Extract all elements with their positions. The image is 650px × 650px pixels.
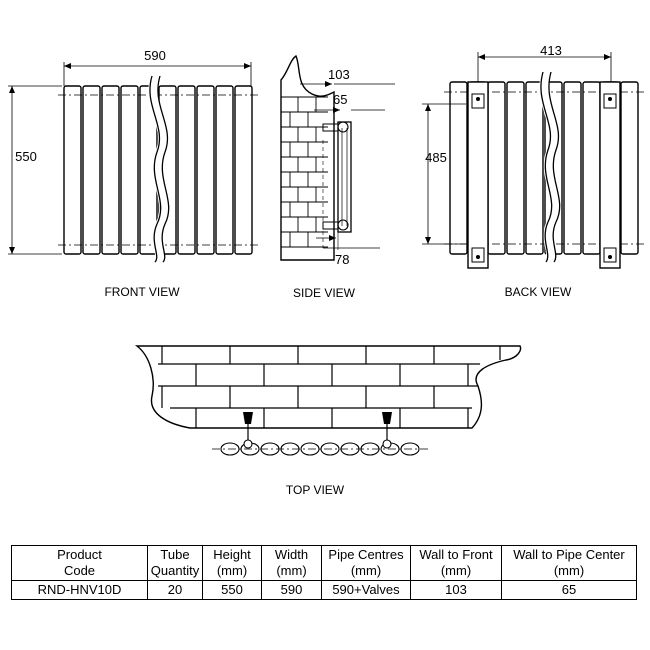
cell-wall-to-pipe-center: 65	[501, 580, 637, 600]
spec-data-row: RND-HNV10D 20 550 590 590+Valves 103 65	[11, 580, 637, 600]
front-height-dim: 550	[15, 149, 37, 164]
cell-wall-to-front: 103	[410, 580, 502, 600]
side-view	[280, 54, 395, 261]
back-view	[422, 52, 644, 269]
cell-product-code: RND-HNV10D	[11, 580, 148, 600]
cell-pipe-centres: 590+Valves	[321, 580, 411, 600]
technical-drawing: 590 550 FRONT VIEW	[8, 43, 644, 497]
header-height: Height(mm)	[202, 545, 262, 581]
back-height-dim: 485	[425, 150, 447, 165]
cell-tube-quantity: 20	[147, 580, 203, 600]
front-width-dim: 590	[144, 48, 166, 63]
back-width-dim: 413	[540, 43, 562, 58]
top-view	[134, 345, 522, 456]
header-pipe-centres: Pipe Centres(mm)	[321, 545, 411, 581]
cell-width: 590	[261, 580, 322, 600]
header-wall-to-front: Wall to Front(mm)	[410, 545, 502, 581]
front-view	[8, 62, 258, 266]
front-view-label: FRONT VIEW	[104, 285, 180, 299]
top-view-label: TOP VIEW	[286, 483, 345, 497]
side-view-label: SIDE VIEW	[293, 286, 356, 300]
side-wall-to-pipe-dim: 65	[333, 92, 347, 107]
cell-height: 550	[202, 580, 262, 600]
side-wall-to-front-dim: 103	[328, 67, 350, 82]
side-pipe-offset-dim: 78	[335, 252, 349, 267]
back-view-label: BACK VIEW	[505, 285, 572, 299]
header-wall-to-pipe-center: Wall to Pipe Center(mm)	[501, 545, 637, 581]
header-width: Width(mm)	[261, 545, 322, 581]
